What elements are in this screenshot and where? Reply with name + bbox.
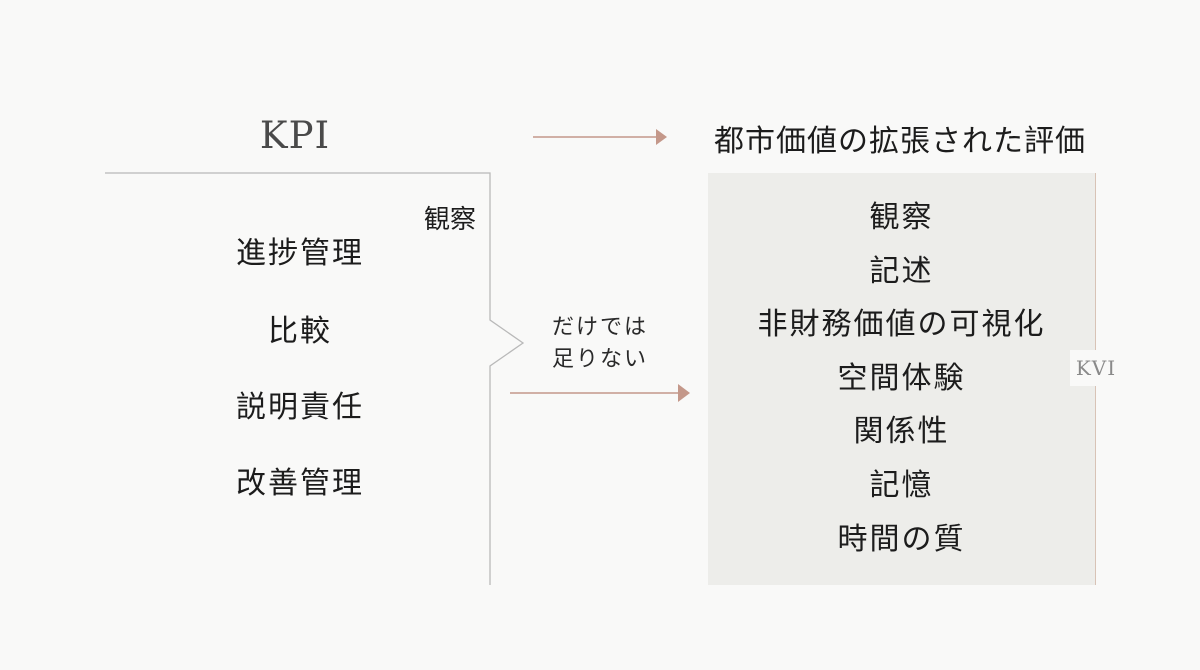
kvi-item: 空間体験 xyxy=(837,360,966,396)
kpi-item: 進捗管理 xyxy=(236,236,364,271)
kvi-item: 非財務価値の可視化 xyxy=(757,307,1046,343)
kpi-item: 説明責任 xyxy=(236,390,364,425)
kpi-item: 比較 xyxy=(268,314,332,349)
kvi-item: 関係性 xyxy=(853,414,950,450)
kvi-tag: KVI xyxy=(1070,350,1122,386)
connector-note: だけでは 足りない xyxy=(520,312,680,376)
connector-note-line-2: 足りない xyxy=(551,347,648,372)
kpi-title: KPI xyxy=(259,114,331,157)
kvi-item: 記述 xyxy=(869,253,934,289)
kvi-item: 観察 xyxy=(869,200,934,235)
kvi-panel xyxy=(708,173,1096,585)
kvi-item: 記憶 xyxy=(869,467,934,503)
kpi-item: 改善管理 xyxy=(236,466,364,501)
connector-note-line-1: だけでは xyxy=(551,315,648,340)
kvi-item: 時間の質 xyxy=(837,521,966,557)
header-arrow-head xyxy=(656,129,667,145)
kpi-frame xyxy=(105,172,525,585)
kvi-title: 都市価値の拡張された評価 xyxy=(714,124,1086,159)
middle-arrow-head xyxy=(678,384,690,402)
kvi-list: 観察 記述 非財務価値の可視化 空間体験 関係性 記憶 時間の質 xyxy=(708,196,1095,571)
kpi-cutoff-label: 観察 xyxy=(424,205,477,235)
